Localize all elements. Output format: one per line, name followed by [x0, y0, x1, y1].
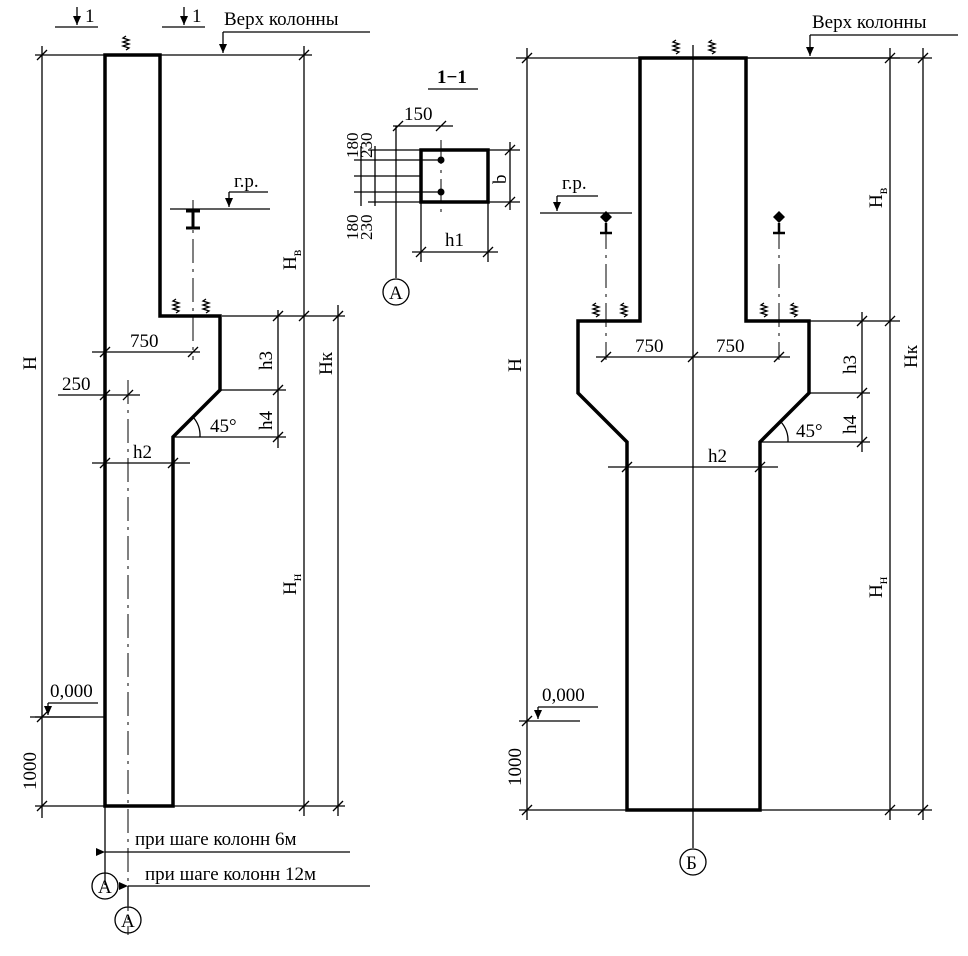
left-dim-Hk: Hк — [316, 351, 337, 375]
right-dim-750-left: 750 — [635, 336, 664, 357]
right-anchor-s4-icon — [788, 302, 800, 318]
section-1-1: 1−1 150 180 230 180 230 b h — [343, 67, 520, 306]
left-axis-bubble-6m — [91, 872, 119, 900]
left-dim-h2: h2 — [133, 442, 152, 463]
left-column-outline — [103, 53, 222, 808]
section-dim-180-top: 180 — [343, 133, 362, 159]
left-anchor-top-icon — [120, 35, 132, 51]
section-dim-h1: h1 — [445, 230, 464, 251]
right-dim-750-right: 750 — [716, 336, 745, 357]
section-rect — [419, 148, 490, 204]
right-dim-h2: h2 — [708, 446, 727, 467]
section-dim-180-bottom: 180 — [343, 215, 362, 241]
right-angle: 45° — [796, 421, 823, 442]
right-anchor-s3-icon — [758, 302, 770, 318]
section-mark-left: 1 1 — [55, 6, 205, 28]
left-dim-H: H — [20, 356, 41, 370]
right-dim-1000: 1000 — [505, 748, 526, 786]
left-dim-250: 250 — [62, 374, 91, 395]
right-anchor-top1-icon — [670, 39, 682, 55]
left-level-zero: 0,000 — [50, 681, 93, 702]
right-dim-H: H — [505, 358, 526, 372]
left-axis-A-6m: А — [98, 877, 112, 898]
section-axis-A: А — [389, 283, 403, 304]
left-angle: 45° — [210, 416, 237, 437]
right-axis-bubble — [679, 848, 707, 876]
section-mark-number: 1 — [192, 6, 202, 27]
left-crane-label: г.р. — [234, 171, 259, 192]
section-dim-230-bottom: 230 — [357, 215, 376, 241]
right-axis-B: Б — [686, 853, 697, 874]
left-anchor-step2-icon — [200, 298, 212, 314]
right-crane-label: г.р. — [562, 173, 587, 194]
left-axis-bubble-12m — [114, 906, 142, 934]
right-dim-Hv: Hв — [866, 187, 891, 208]
right-crane-rail-left-icon — [600, 211, 612, 235]
left-dim-1000: 1000 — [20, 752, 41, 790]
section-title: 1−1 — [437, 67, 467, 88]
left-column: 1 1 Верх колонны г.р. H 1000 0,000 — [20, 6, 370, 935]
right-column: Верх колонны г.р. H 1000 0,000 Hв Hн Hк — [505, 12, 958, 876]
right-crane-rail-right-icon — [773, 211, 785, 235]
right-dim-Hn: Hн — [866, 576, 891, 598]
left-crane-rail-icon — [186, 209, 200, 230]
right-top-label: Верх колонны — [812, 12, 927, 33]
left-dim-Hv: Hв — [280, 249, 305, 270]
section-dim-b: b — [490, 175, 511, 185]
right-dim-h3: h3 — [840, 355, 861, 374]
left-note-6m: при шаге колонн 6м — [135, 829, 296, 850]
section-mark-number: 1 — [85, 6, 95, 27]
left-dim-h3: h3 — [256, 351, 277, 370]
left-top-label: Верх колонны — [224, 9, 339, 30]
left-axis-A-12m: А — [121, 911, 135, 932]
left-dim-750: 750 — [130, 331, 159, 352]
right-level-zero: 0,000 — [542, 685, 585, 706]
right-anchor-top2-icon — [706, 39, 718, 55]
right-anchor-s2-icon — [618, 302, 630, 318]
right-dim-Hk: Hк — [901, 344, 922, 368]
section-axis-bubble — [382, 278, 410, 306]
left-dim-Hn: Hн — [280, 573, 305, 595]
left-note-12m: при шаге колонн 12м — [145, 864, 316, 885]
right-anchor-s1-icon — [590, 302, 602, 318]
section-dim-230-top: 230 — [357, 133, 376, 159]
left-dim-h4: h4 — [256, 411, 277, 431]
left-anchor-step1-icon — [170, 298, 182, 314]
right-dim-h4: h4 — [840, 415, 861, 435]
section-dim-150: 150 — [404, 104, 433, 125]
